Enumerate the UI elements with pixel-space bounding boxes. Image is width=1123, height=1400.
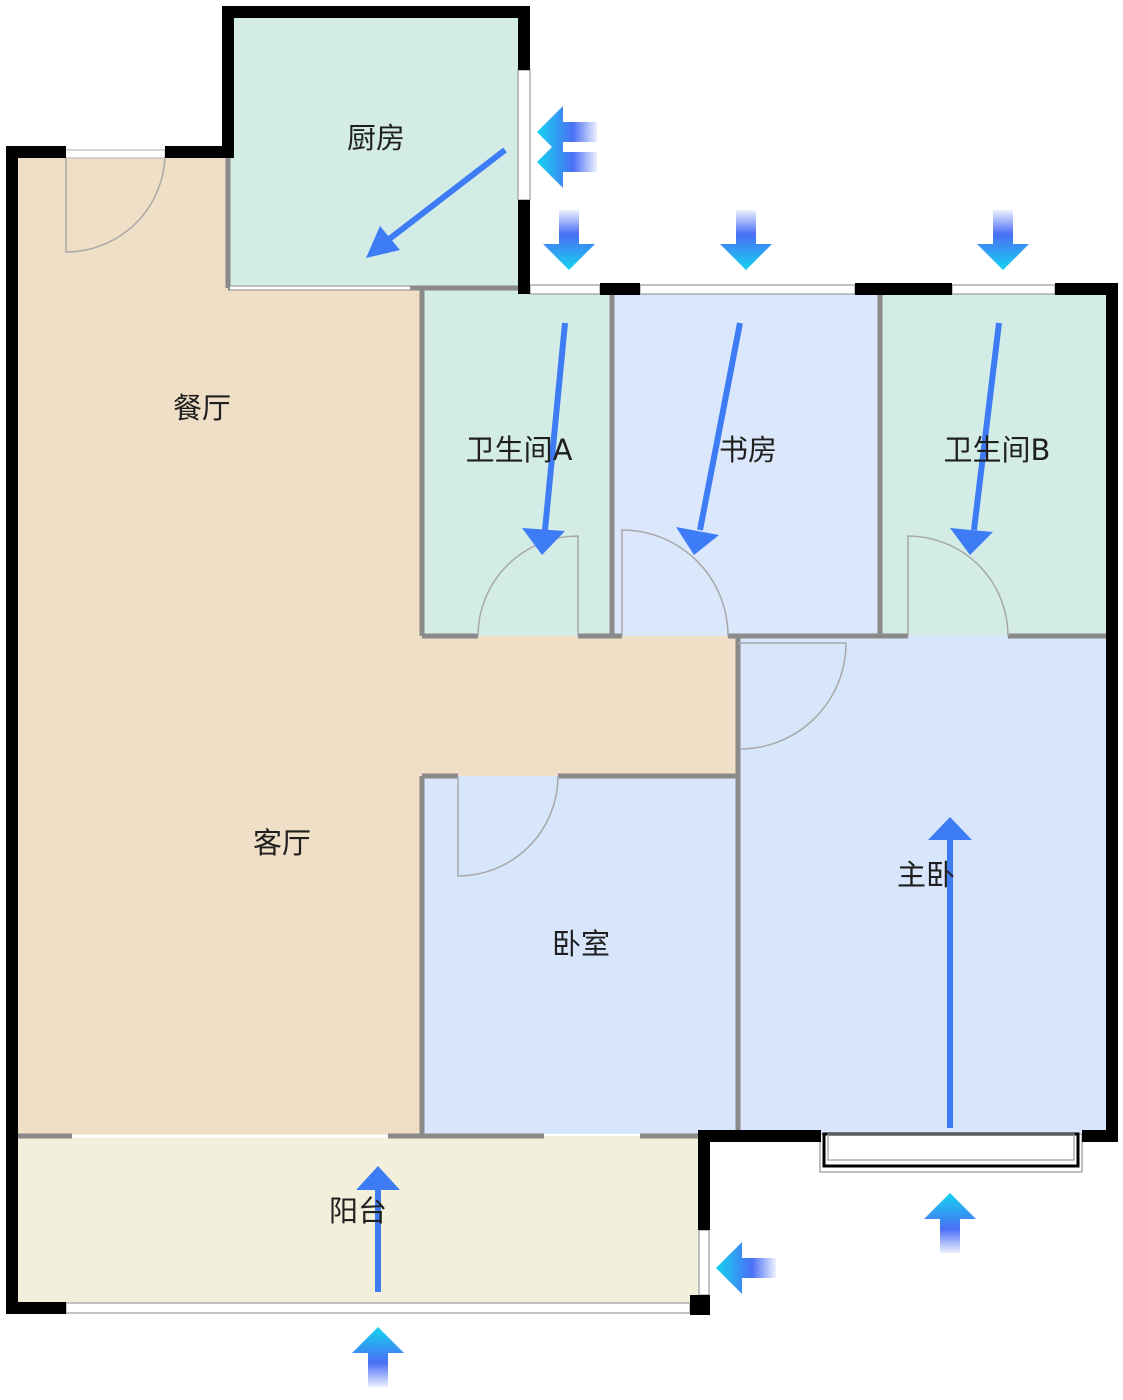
arrow-left-icon — [537, 106, 597, 158]
label-balcony: 阳台 — [329, 1194, 387, 1228]
arrow-left-icon — [537, 136, 597, 188]
windows — [64, 69, 1056, 1314]
label-study: 书房 — [719, 433, 777, 467]
arrow-head-icon — [366, 226, 400, 258]
flow-arrows — [356, 147, 1002, 1292]
label-bedroom: 卧室 — [552, 927, 610, 961]
room-balcony — [15, 1136, 705, 1308]
arrow-down-icon — [543, 210, 595, 270]
room-dining-living — [15, 155, 738, 1136]
label-dining: 餐厅 — [173, 391, 231, 425]
arrow-down-icon — [977, 210, 1029, 270]
bay-window — [819, 1132, 1083, 1173]
arrow-up-icon — [924, 1193, 976, 1253]
exterior-walls — [6, 6, 1118, 1315]
label-master-bedroom: 主卧 — [897, 858, 955, 892]
doors — [65, 154, 1009, 877]
arrow-down-icon — [720, 210, 772, 270]
arrow-up-icon — [352, 1327, 404, 1387]
label-bath-a: 卫生间A — [466, 433, 573, 467]
room-master-bedroom — [738, 636, 1110, 1134]
room-study — [612, 290, 880, 636]
room-bath-a — [422, 290, 612, 636]
room-bedroom — [422, 776, 738, 1134]
label-living: 客厅 — [253, 826, 311, 860]
label-kitchen: 厨房 — [347, 121, 405, 155]
arrow-left-icon — [716, 1242, 776, 1294]
label-bath-b: 卫生间B — [944, 433, 1051, 467]
